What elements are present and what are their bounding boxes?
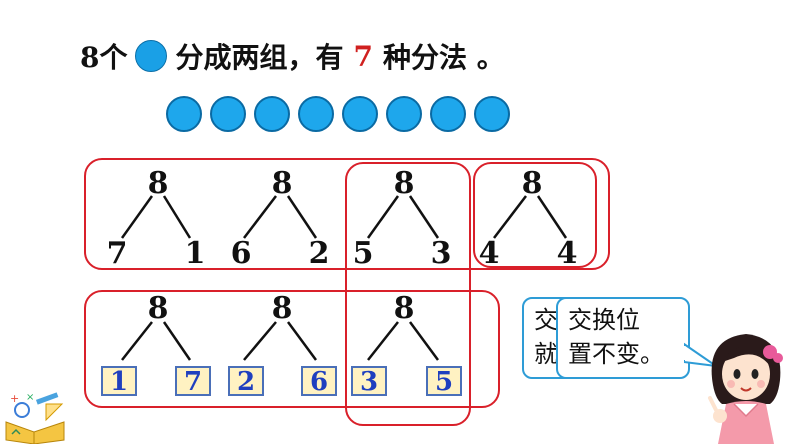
- whole-number: 8: [521, 166, 543, 201]
- girl-illustration: [708, 334, 783, 444]
- ball-icon: [254, 96, 290, 132]
- part-box-left: 2: [228, 366, 264, 396]
- part-left: 4: [478, 236, 500, 271]
- whole-number: 8: [393, 291, 415, 326]
- part-box-right: 6: [301, 366, 337, 396]
- bubble-tail: [684, 342, 717, 367]
- part-box-left: 3: [351, 366, 387, 396]
- method-count: 7: [353, 39, 373, 73]
- ball-icon: [298, 96, 334, 132]
- whole-number: 8: [393, 166, 415, 201]
- part-box-right: 5: [426, 366, 462, 396]
- part-box-right: 7: [175, 366, 211, 396]
- whole-number: 8: [271, 291, 293, 326]
- part-right: 1: [184, 236, 206, 271]
- part-left: 5: [352, 236, 374, 271]
- whole-number: 8: [147, 166, 169, 201]
- ball-icon: [474, 96, 510, 132]
- speech-bubble-front: 交换位 置不变。: [556, 297, 690, 379]
- page-title: 8个 分成两组，有 7 种分法 。: [80, 36, 505, 76]
- svg-text:+: +: [10, 392, 19, 405]
- part-box-left: 1: [101, 366, 137, 396]
- pair-frame-equal: [473, 162, 597, 268]
- ball-icon: [135, 40, 168, 72]
- whole-number: 8: [271, 166, 293, 201]
- column-frame-5-3: [345, 162, 471, 426]
- title-middle: 分成两组，有: [175, 41, 344, 74]
- bubble-back-line1: 交: [534, 306, 558, 334]
- bubble-back-line2: 就: [534, 340, 558, 368]
- ball-icon: [386, 96, 422, 132]
- part-left: 7: [106, 236, 128, 271]
- row2-frame: [84, 290, 500, 408]
- ball-icon: [166, 96, 202, 132]
- part-right: 3: [430, 236, 452, 271]
- svg-text:×: ×: [26, 392, 34, 403]
- math-tools-icon: + ×: [5, 392, 65, 444]
- whole-number: 8: [147, 291, 169, 326]
- bubble-front-line1: 交换位: [568, 306, 640, 334]
- ball-icon: [430, 96, 466, 132]
- ball-icon: [210, 96, 246, 132]
- row1-frame: [84, 158, 610, 270]
- title-suffix: 种分法 。: [382, 41, 505, 74]
- bubble-front-line2: 置不变。: [568, 340, 664, 368]
- ball-icon: [342, 96, 378, 132]
- part-right: 2: [308, 236, 330, 271]
- title-prefix: 8个: [80, 41, 128, 74]
- part-left: 6: [230, 236, 252, 271]
- part-right: 4: [556, 236, 578, 271]
